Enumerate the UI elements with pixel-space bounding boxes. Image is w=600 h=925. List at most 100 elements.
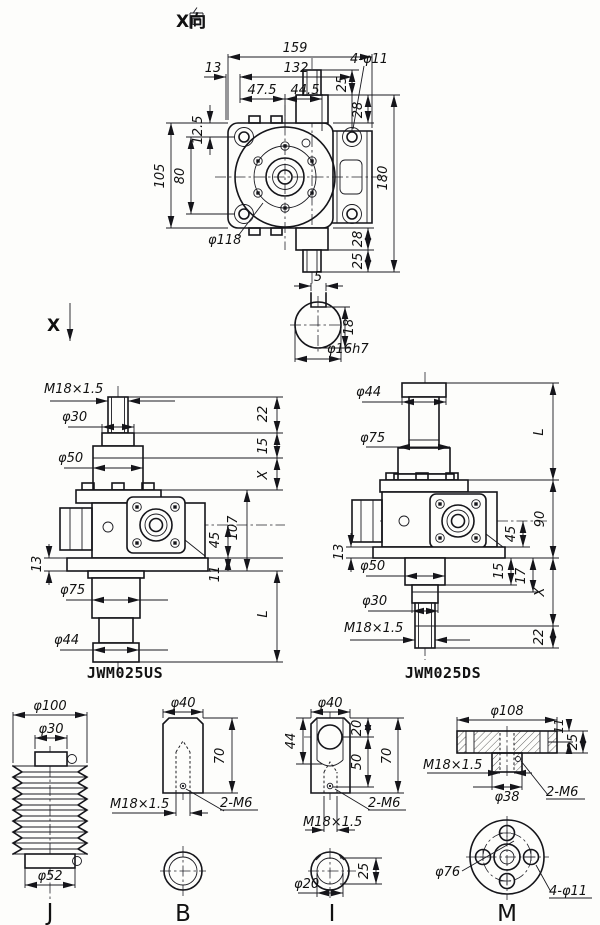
- m-dim-25: 25: [566, 734, 581, 751]
- ds-body: [351, 382, 506, 649]
- us-dim-15: 15: [256, 438, 271, 455]
- b-holes-label: 2-M6: [220, 796, 252, 811]
- ds-dia44-label: φ44: [356, 385, 381, 400]
- m-dim-11: 11: [552, 718, 566, 733]
- dim-159: 159: [283, 41, 308, 56]
- us-plug: [102, 521, 114, 533]
- us-thread-label: M18×1.5: [44, 382, 103, 397]
- ds-dim-17: 17: [514, 567, 529, 584]
- ds-dimensions: φ44 φ75 φ50 φ30 M18×1.5 13 L 90 X 22 45 …: [332, 383, 557, 648]
- plug-hole: [301, 138, 311, 148]
- m-thread-label: M18×1.5: [423, 758, 482, 773]
- extension-recess: [339, 159, 363, 195]
- ds-stub-50: [404, 557, 446, 586]
- j-dia100: φ100: [33, 699, 66, 714]
- m-dia76: φ76: [435, 865, 460, 880]
- m-letter: M: [497, 901, 517, 925]
- b-dim-70: 70: [213, 748, 228, 765]
- b-m6-hole: [179, 782, 187, 790]
- ds-top-cap: [379, 479, 469, 493]
- dim-28-bottom: 28: [351, 231, 366, 248]
- direction-view-title: X向: [176, 11, 206, 32]
- ds-model-label: JWM025DS: [405, 664, 481, 682]
- m-bolt-holes-label: 4-φ11: [549, 884, 587, 899]
- x-direction-arrow: X: [47, 303, 74, 341]
- m-dia38: φ38: [494, 790, 519, 805]
- ds-thread-label: M18×1.5: [344, 621, 403, 636]
- us-dia75-label: φ75: [60, 583, 85, 598]
- dim-key-width: 5: [314, 270, 322, 285]
- dim-13: 13: [205, 61, 222, 76]
- ds-dim-90: 90: [533, 511, 548, 528]
- m-section: [456, 730, 558, 773]
- ds-tube-44: [408, 396, 440, 449]
- accessory-i: φ40 44 20 50 70 2-M6 M18×1.5 25 φ20 I: [284, 696, 406, 925]
- dim-phi118: φ118: [208, 233, 241, 248]
- us-base-flange: [66, 557, 209, 572]
- m-center-bore: [499, 849, 515, 865]
- b-letter: B: [175, 901, 191, 925]
- dim-12-5: 12.5: [191, 116, 206, 145]
- ds-dia75-label: φ75: [360, 431, 385, 446]
- m-bottom-view: [469, 819, 545, 895]
- dim-80: 80: [173, 168, 188, 185]
- m-thread-hidden: [499, 733, 515, 770]
- label-4-phi11: 4-φ11: [350, 52, 388, 67]
- dim-key-depth: 18: [342, 319, 357, 336]
- m-dia108: φ108: [490, 704, 523, 719]
- top-view-centerlines: [215, 58, 388, 284]
- j-bottom-collar: [24, 853, 76, 869]
- center-bore-outer: [265, 157, 305, 197]
- jwm025us-view: M18×1.5 φ30 φ50 φ75 φ44 13 22 15 X 107 4…: [30, 382, 285, 682]
- us-dim-13: 13: [30, 556, 45, 573]
- us-end-collar: [92, 642, 140, 663]
- b-holes-leader: [185, 788, 258, 812]
- accessory-m: φ108 11 25 M18×1.5 φ38 2-M6 φ76 4-φ11 M: [423, 704, 592, 925]
- j-letter: J: [45, 900, 54, 925]
- us-worm-bore: [148, 517, 164, 533]
- us-dim-22: 22: [256, 406, 271, 423]
- us-dim-45: 45: [208, 532, 223, 549]
- i-dia20: φ20: [294, 877, 319, 892]
- us-dim-x: X: [256, 469, 271, 480]
- dim-44-5: 44.5: [291, 83, 320, 98]
- dim-28-top: 28: [351, 102, 366, 119]
- housing-extension: [332, 130, 373, 224]
- corner-hole: [342, 204, 362, 224]
- j-clamp-screw-bottom: [72, 856, 82, 866]
- i-dim-70: 70: [380, 748, 395, 765]
- b-end-circle-outer: [163, 851, 203, 891]
- dim-105: 105: [153, 164, 168, 189]
- bottom-shaft: [302, 249, 322, 273]
- i-m6-hole: [326, 782, 334, 790]
- ds-face-bolts: [435, 499, 481, 543]
- ds-cylinder-75: [397, 447, 451, 475]
- ds-plug: [398, 515, 410, 527]
- center-bore-mid: [272, 164, 298, 190]
- us-dia44-label: φ44: [54, 633, 79, 648]
- accessory-j: φ100 φ30 φ52 J: [11, 699, 89, 925]
- m-bolt-holes-leader: [535, 864, 592, 899]
- dim-25-bottom: 25: [351, 253, 366, 270]
- top-view: X向: [153, 7, 400, 284]
- m-center-boss: [493, 843, 521, 871]
- m-m6-hole: [515, 756, 521, 762]
- ds-dim-l: L: [532, 428, 547, 435]
- ds-dim-45: 45: [504, 526, 519, 543]
- i-dim-44: 44: [284, 733, 299, 750]
- ds-dia50-label: φ50: [360, 559, 385, 574]
- dim-180: 180: [376, 166, 391, 191]
- us-body: [59, 396, 209, 663]
- ds-worm-face: [429, 493, 487, 549]
- m-flange-circle: [469, 819, 545, 895]
- us-shaft-cover: [59, 507, 93, 551]
- b-cylinder: [162, 717, 204, 794]
- ds-worm-bore-outer: [441, 504, 475, 538]
- ds-worm-bore: [450, 513, 466, 529]
- xiang-character-strokes: [189, 7, 204, 29]
- us-dia50-label: φ50: [58, 451, 83, 466]
- i-holes-label: 2-M6: [368, 796, 400, 811]
- us-dia30-label: φ30: [62, 410, 87, 425]
- ds-screw-rod: [414, 602, 436, 649]
